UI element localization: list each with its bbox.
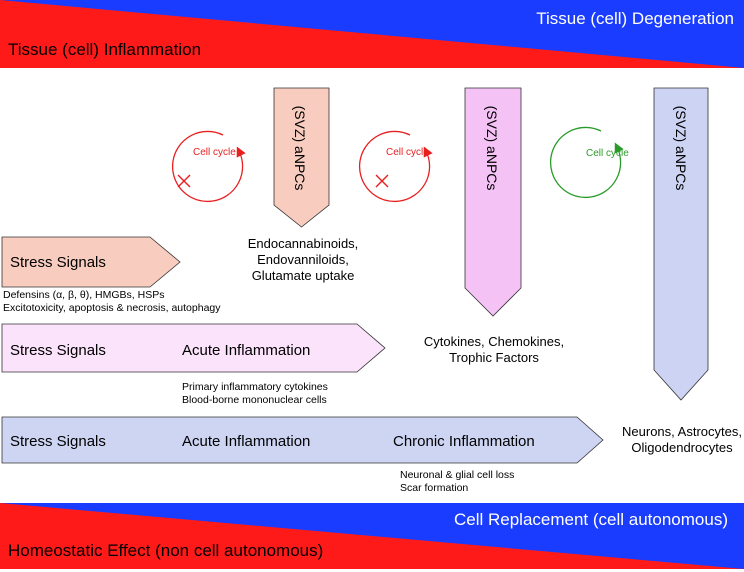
npc-arrow-2: (SVZ) aNPCs Cytokines, Chemokines, Troph… xyxy=(424,87,564,365)
stage-label: Stress Signals xyxy=(10,342,106,359)
npc-output-line: Cytokines, Chemokines, xyxy=(424,334,564,349)
npc-output-line: Oligodendrocytes xyxy=(631,440,733,455)
stage-note: Scar formation xyxy=(400,482,468,494)
stage-label: Acute Inflammation xyxy=(182,433,310,450)
bottom-band-blue xyxy=(0,503,744,569)
cell-cycle-arrow-icon xyxy=(171,130,246,203)
stage-arrow-shape xyxy=(1,416,604,464)
stage-label: Acute Inflammation xyxy=(182,342,310,359)
cell-cycle-arrow-icon xyxy=(358,130,433,203)
npc-arrow-3: (SVZ) aNPCs Neurons, Astrocytes, Oligode… xyxy=(622,87,742,455)
stage-label: Chronic Inflammation xyxy=(393,433,535,450)
cell-cycle-1: Cell cycle xyxy=(171,130,246,203)
npc-arrow-shape xyxy=(653,87,709,401)
blocked-x-icon xyxy=(375,174,389,188)
cell-cycle-label: Cell cycle xyxy=(586,148,629,159)
top-band-left-label: Tissue (cell) Inflammation xyxy=(8,40,201,59)
stage-arrow-3: Stress Signals Acute Inflammation Chroni… xyxy=(1,416,604,494)
npc-arrow-shape xyxy=(464,87,522,317)
cell-cycle-arrow-icon xyxy=(549,126,624,199)
stage-arrow-2: Stress Signals Acute Inflammation Primar… xyxy=(1,323,386,406)
npc-output-line: Neurons, Astrocytes, xyxy=(622,424,742,439)
cell-cycle-label: Cell cycle xyxy=(193,147,236,158)
bottom-band: Cell Replacement (cell autonomous) Homeo… xyxy=(0,503,744,569)
stage-label: Stress Signals xyxy=(10,433,106,450)
blocked-x-icon xyxy=(177,174,191,188)
npc-arrow-shape xyxy=(273,87,330,228)
cell-cycle-2: Cell cycle xyxy=(358,130,433,203)
bottom-band-right-label: Cell Replacement (cell autonomous) xyxy=(454,510,728,529)
cell-cycle-label: Cell cycle xyxy=(386,147,429,158)
bottom-band-left-label: Homeostatic Effect (non cell autonomous) xyxy=(8,541,323,560)
top-band-right-label: Tissue (cell) Degeneration xyxy=(536,9,734,28)
stage-arrow-shape xyxy=(1,323,386,373)
npc-arrow-label: (SVZ) aNPCs xyxy=(292,106,308,191)
top-band-blue xyxy=(0,0,744,68)
stage-label: Stress Signals xyxy=(10,254,106,271)
stage-note: Neuronal & glial cell loss xyxy=(400,469,514,481)
stage-note: Blood-borne mononuclear cells xyxy=(182,394,327,406)
stage-arrow-shape xyxy=(1,236,181,288)
stage-note: Defensins (α, β, θ), HMGBs, HSPs xyxy=(3,289,164,301)
npc-output-line: Glutamate uptake xyxy=(252,268,355,283)
npc-arrow-label: (SVZ) aNPCs xyxy=(484,106,500,191)
npc-arrow-label: (SVZ) aNPCs xyxy=(673,106,689,191)
stage-arrow-1: Stress Signals Defensins (α, β, θ), HMGB… xyxy=(1,236,221,314)
stage-note: Excitotoxicity, apoptosis & necrosis, au… xyxy=(3,302,221,314)
top-band: Tissue (cell) Degeneration Tissue (cell)… xyxy=(0,0,744,68)
npc-output-line: Endovanniloids, xyxy=(257,252,349,267)
npc-output-line: Trophic Factors xyxy=(449,350,539,365)
cell-cycle-3: Cell cycle xyxy=(549,126,629,199)
npc-output-line: Endocannabinoids, xyxy=(248,236,359,251)
npc-arrow-1: (SVZ) aNPCs Endocannabinoids, Endovannil… xyxy=(248,87,359,283)
stage-note: Primary inflammatory cytokines xyxy=(182,381,328,393)
